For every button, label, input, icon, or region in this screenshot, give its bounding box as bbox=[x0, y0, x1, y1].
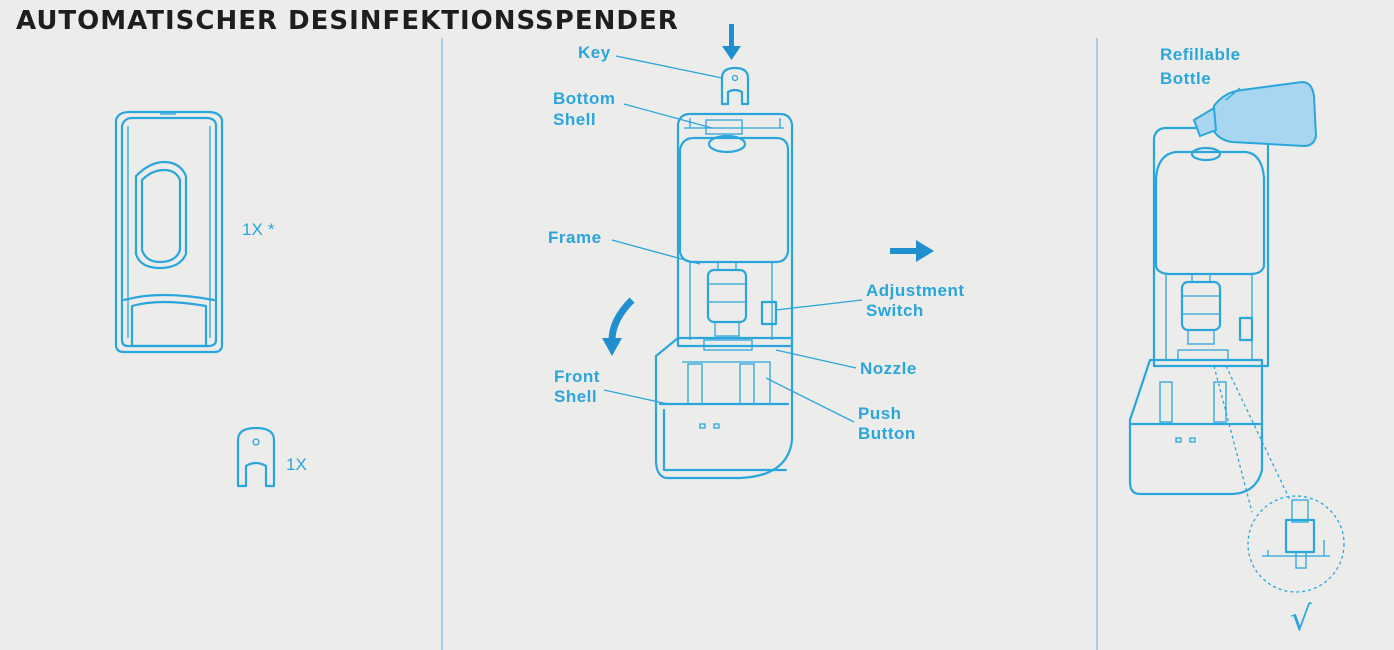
refillable-bottle bbox=[1190, 80, 1318, 162]
label-bottom-shell-line2: Shell bbox=[553, 110, 596, 129]
dispenser-quantity: 1X bbox=[242, 220, 263, 239]
key-icon bbox=[236, 426, 276, 488]
label-nozzle: Nozzle bbox=[860, 359, 917, 378]
right-arrow-icon bbox=[890, 240, 934, 262]
label-push-button-line1: Push bbox=[858, 404, 902, 423]
key-icon bbox=[720, 66, 750, 106]
label-bottom-shell-line1: Bottom bbox=[553, 89, 615, 108]
dispenser-open-view bbox=[654, 112, 794, 480]
label-adjustment-switch-line1: Adjustment bbox=[866, 281, 965, 300]
label-push-button-line2: Button bbox=[858, 424, 916, 443]
dispenser-refill-view bbox=[1128, 126, 1270, 496]
label-front-shell-line2: Shell bbox=[554, 387, 597, 406]
nozzle-detail bbox=[1213, 365, 1345, 593]
label-front-shell-line1: Front bbox=[554, 367, 600, 386]
insert-arrow-icon bbox=[722, 24, 741, 60]
key-quantity: 1X bbox=[286, 455, 307, 474]
dispenser-front-view bbox=[114, 110, 224, 354]
asterisk-note: * bbox=[268, 220, 275, 239]
label-key: Key bbox=[578, 43, 611, 62]
label-refillable-bottle-line1: Refillable bbox=[1160, 45, 1241, 64]
label-frame: Frame bbox=[548, 228, 602, 247]
check-mark-icon: √ bbox=[1290, 599, 1312, 639]
rotate-arrow-icon bbox=[602, 297, 635, 356]
page-title: AUTOMATISCHER DESINFEKTIONSSPENDER bbox=[16, 6, 679, 36]
label-adjustment-switch-line2: Switch bbox=[866, 301, 924, 320]
label-refillable-bottle-line2: Bottle bbox=[1160, 69, 1211, 88]
